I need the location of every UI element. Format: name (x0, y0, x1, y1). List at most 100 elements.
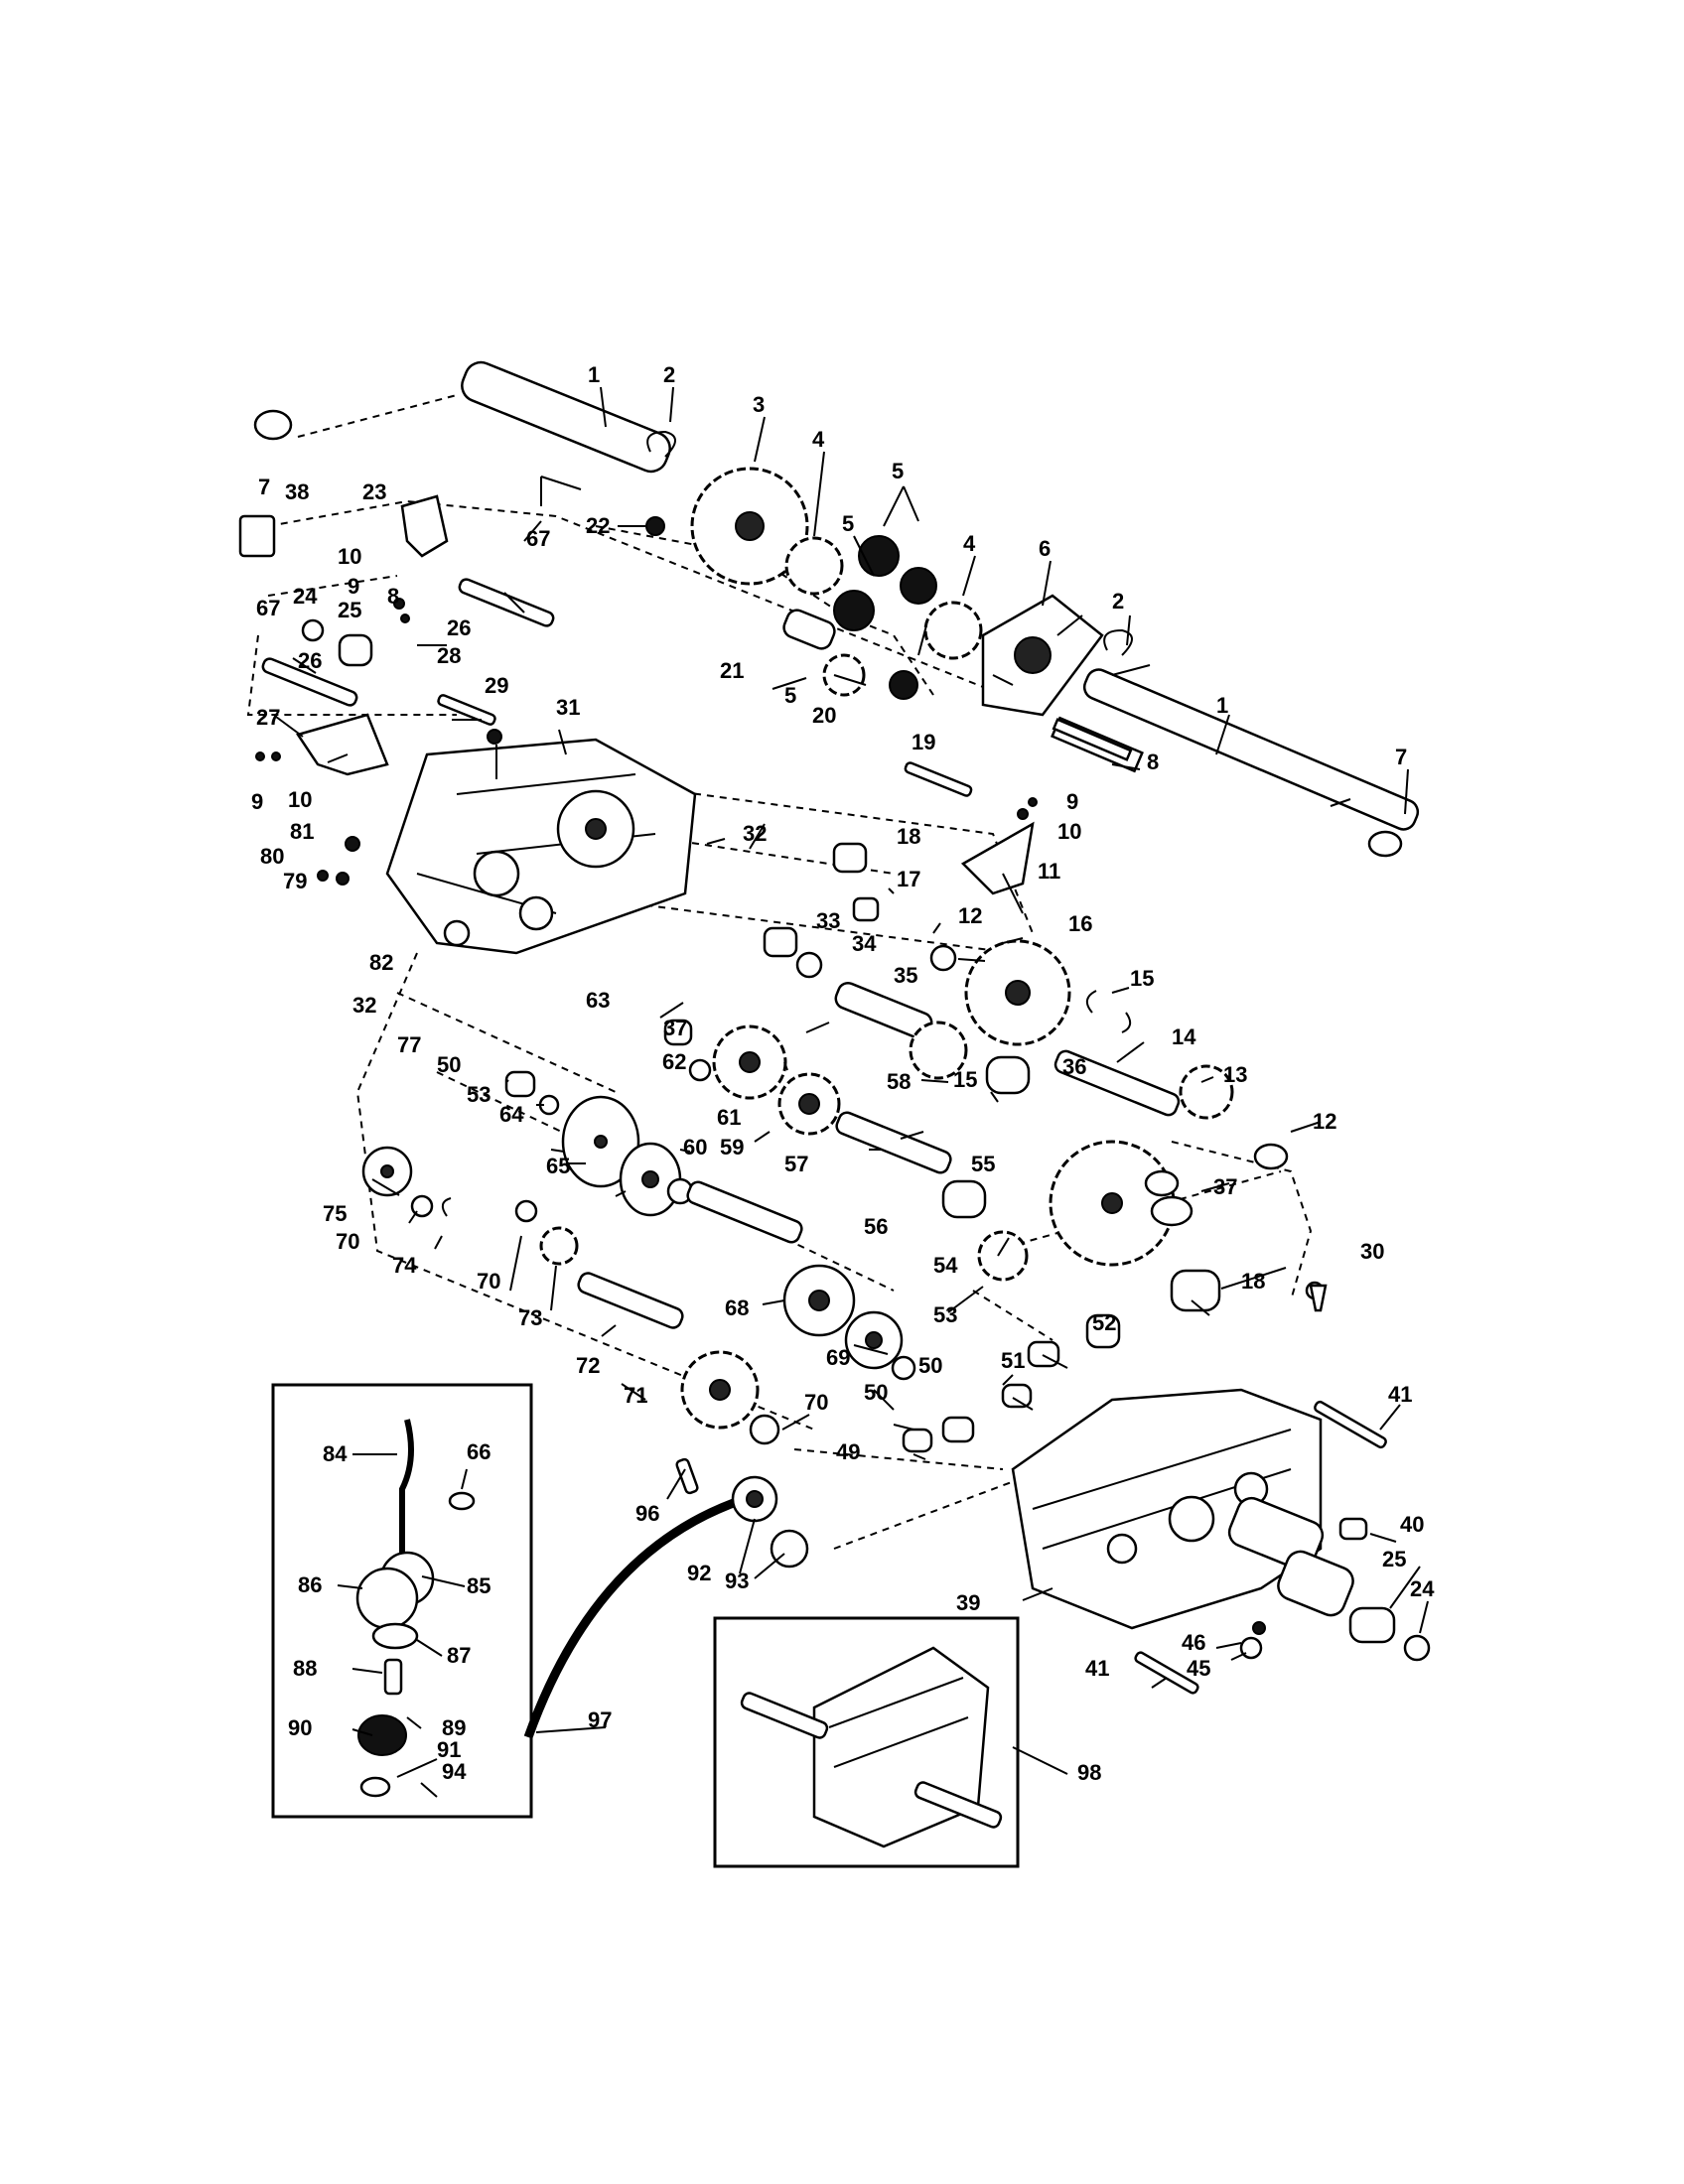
callout-22: 22 (586, 513, 610, 538)
callout-3: 3 (753, 392, 765, 417)
callout-16: 16 (1068, 911, 1092, 936)
callout-2: 2 (1112, 589, 1124, 614)
callout-18: 18 (897, 824, 920, 849)
callout-93: 93 (725, 1569, 749, 1593)
callout-23: 23 (362, 479, 386, 504)
callout-59: 59 (720, 1135, 744, 1160)
callout-56: 56 (864, 1214, 888, 1239)
callout-26: 26 (298, 648, 322, 673)
callout-67: 67 (256, 596, 280, 620)
callout-33: 33 (816, 908, 840, 933)
callout-50: 50 (864, 1380, 888, 1405)
callout-6: 6 (1039, 536, 1051, 561)
callout-25: 25 (1382, 1547, 1406, 1571)
callout-8: 8 (387, 584, 399, 609)
upper-housing (317, 738, 697, 955)
callout-30: 30 (1360, 1239, 1384, 1264)
callout-74: 74 (392, 1253, 417, 1278)
callout-98: 98 (1077, 1760, 1101, 1785)
callout-24: 24 (293, 584, 318, 609)
callout-55: 55 (971, 1152, 995, 1176)
callout-73: 73 (518, 1305, 542, 1330)
callout-52: 52 (1092, 1310, 1116, 1335)
callout-15: 15 (1130, 966, 1154, 991)
callout-9: 9 (1066, 789, 1078, 814)
shift-cable-parts (523, 1457, 809, 1739)
callout-77: 77 (397, 1032, 421, 1057)
callout-28: 28 (437, 643, 461, 668)
callout-37: 37 (1213, 1174, 1237, 1199)
callout-70: 70 (336, 1229, 359, 1254)
callout-5: 5 (784, 683, 796, 708)
callout-80: 80 (260, 844, 284, 869)
callout-labels: 1 1 2 2 3 4 4 5 5 5 6 7 7 8 8 9 9 9 10 1… (251, 362, 1435, 1785)
callout-4: 4 (963, 531, 976, 556)
callout-72: 72 (576, 1353, 600, 1378)
callout-68: 68 (725, 1296, 749, 1320)
callout-13: 13 (1223, 1062, 1247, 1087)
callout-38: 38 (285, 479, 309, 504)
callout-9: 9 (348, 574, 359, 599)
callout-4: 4 (812, 427, 825, 452)
callout-26: 26 (447, 615, 471, 640)
callout-11: 11 (1038, 859, 1060, 884)
callout-2: 2 (663, 362, 675, 387)
callout-32: 32 (743, 821, 767, 846)
callout-94: 94 (442, 1759, 467, 1784)
callout-36: 36 (1062, 1054, 1086, 1079)
callout-7: 7 (1395, 745, 1407, 769)
callout-7: 7 (258, 475, 270, 499)
callout-60: 60 (683, 1135, 707, 1160)
callout-63: 63 (586, 988, 610, 1013)
callout-5: 5 (892, 459, 904, 483)
callout-37: 37 (663, 1016, 687, 1040)
callout-89: 89 (442, 1715, 466, 1740)
callout-24: 24 (1410, 1576, 1435, 1601)
callout-79: 79 (283, 869, 307, 893)
callout-70: 70 (804, 1390, 828, 1415)
callout-62: 62 (662, 1049, 686, 1074)
callout-54: 54 (933, 1253, 958, 1278)
callout-12: 12 (958, 903, 982, 928)
callout-86: 86 (298, 1572, 322, 1597)
callout-17: 17 (897, 867, 920, 891)
callout-64: 64 (499, 1102, 524, 1127)
callout-45: 45 (1187, 1656, 1210, 1681)
callout-21: 21 (720, 658, 744, 683)
callout-8: 8 (1147, 750, 1159, 774)
callout-69: 69 (826, 1345, 850, 1370)
callout-65: 65 (546, 1154, 570, 1178)
callout-1: 1 (588, 362, 600, 387)
callout-61: 61 (717, 1105, 741, 1130)
callout-90: 90 (288, 1715, 312, 1740)
callout-5: 5 (842, 511, 854, 536)
callout-20: 20 (812, 703, 836, 728)
callout-75: 75 (323, 1201, 347, 1226)
callout-25: 25 (338, 598, 361, 622)
shift-fork-group (238, 494, 1038, 895)
top-shaft-group (253, 360, 1420, 858)
callout-14: 14 (1172, 1024, 1196, 1049)
callout-10: 10 (338, 544, 361, 569)
callout-57: 57 (784, 1152, 808, 1176)
callout-10: 10 (1057, 819, 1081, 844)
callout-84: 84 (323, 1441, 348, 1466)
callout-29: 29 (485, 673, 508, 698)
lower-housing (1011, 1284, 1431, 1695)
callout-15: 15 (953, 1067, 977, 1092)
callout-88: 88 (293, 1656, 317, 1681)
callout-46: 46 (1182, 1630, 1205, 1655)
callout-40: 40 (1400, 1512, 1424, 1537)
callout-18: 18 (1241, 1269, 1265, 1294)
callout-12: 12 (1313, 1109, 1336, 1134)
lower-gear-train (361, 1146, 1325, 1453)
callout-19: 19 (912, 730, 935, 754)
callout-1: 1 (1216, 693, 1228, 718)
callout-92: 92 (687, 1561, 711, 1585)
callout-50: 50 (918, 1353, 942, 1378)
callout-27: 27 (256, 705, 280, 730)
callout-71: 71 (624, 1383, 647, 1408)
callout-41: 41 (1388, 1382, 1412, 1407)
leader-lines (275, 386, 1429, 1778)
